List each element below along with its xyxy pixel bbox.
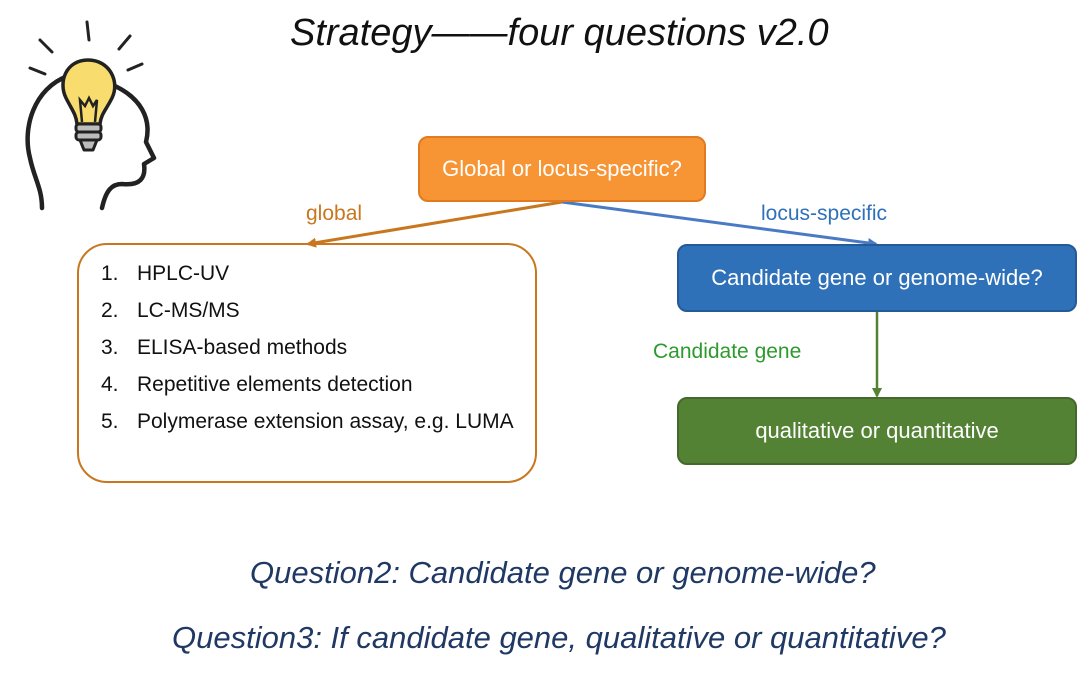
arrow-locus-specific <box>561 200 878 248</box>
node-global-or-locus-specific: Global or locus-specific? <box>418 136 706 202</box>
list-item: 4. Repetitive elements detection <box>101 373 413 396</box>
list-item: 5. Polymerase extension assay, e.g. LUMA <box>101 410 514 433</box>
edge-label-locus-specific: locus-specific <box>761 202 888 225</box>
question-3: Question3: If candidate gene, qualitativ… <box>172 620 946 655</box>
methods-list: 1. HPLC-UV 2. LC-MS/MS 3. ELISA-based me… <box>101 261 517 435</box>
page-title: Strategy——four questions v2.0 <box>290 12 829 54</box>
edge-label-global: global <box>306 202 363 225</box>
node-qualitative-or-quantitative: qualitative or quantitative <box>677 397 1077 465</box>
list-item: 2. LC-MS/MS <box>101 299 240 322</box>
node-candidate-or-genome-wide: Candidate gene or genome-wide? <box>677 244 1077 312</box>
arrow-global <box>306 200 563 248</box>
list-item: 3. ELISA-based methods <box>101 336 348 359</box>
edge-label-candidate-gene: Candidate gene <box>653 340 802 363</box>
list-item: 1. HPLC-UV <box>101 262 230 285</box>
lightbulb-head-icon <box>20 18 165 213</box>
question-2: Question2: Candidate gene or genome-wide… <box>250 555 876 590</box>
global-methods-box: 1. HPLC-UV 2. LC-MS/MS 3. ELISA-based me… <box>77 243 537 483</box>
